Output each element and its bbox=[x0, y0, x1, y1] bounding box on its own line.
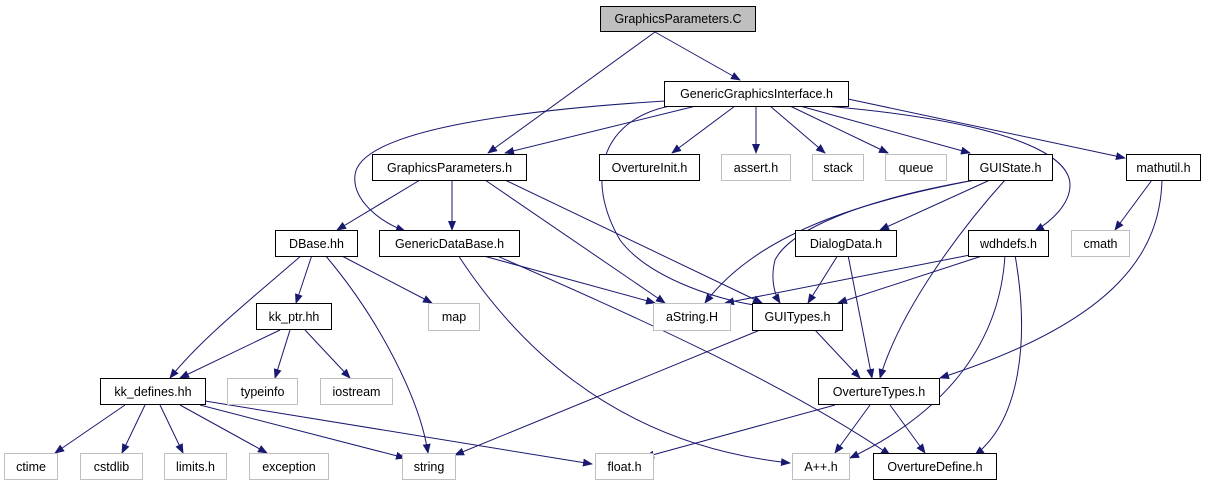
edge-kkptr-to-kkdefines bbox=[179, 329, 281, 379]
edge-ggi-to-guistate bbox=[799, 105, 971, 155]
edge-wdhdefs-to-guitypes bbox=[837, 254, 986, 305]
edge-overturetypes-to-aplusplus bbox=[834, 404, 871, 454]
edge-gp-to-guitypes bbox=[504, 179, 763, 304]
node-guitypes-h[interactable]: GUITypes.h bbox=[752, 303, 843, 331]
edge-dialogdata-to-overturetypes bbox=[847, 254, 875, 379]
edge-ggi-to-guitypes bbox=[601, 105, 763, 310]
node-exception[interactable]: exception bbox=[249, 453, 329, 480]
edge-kkdefines-to-ctime bbox=[54, 404, 126, 454]
edge-gp-to-astring bbox=[484, 179, 666, 304]
node-astring-h[interactable]: aString.H bbox=[653, 303, 731, 331]
node-ctime[interactable]: ctime bbox=[4, 453, 58, 480]
edge-guistate-to-guitypes bbox=[771, 179, 976, 304]
edge-mathutil-to-overturetypes bbox=[939, 179, 1163, 380]
node-kk-ptr-hh[interactable]: kk_ptr.hh bbox=[256, 303, 332, 330]
node-string[interactable]: string bbox=[402, 453, 456, 480]
edge-guistate-to-dialogdata bbox=[879, 179, 991, 231]
node-kk-defines-hh[interactable]: kk_defines.hh bbox=[100, 378, 206, 405]
node-limits-h[interactable]: limits.h bbox=[164, 453, 227, 480]
edge-dialogdata-to-guitypes bbox=[807, 254, 839, 304]
edge-overturetypes-to-overturedefine bbox=[889, 404, 926, 454]
edge-ggi-to-mathutil bbox=[847, 98, 1126, 161]
node-assert-h[interactable]: assert.h bbox=[721, 154, 791, 181]
edge-kkptr-to-iostream bbox=[304, 329, 351, 379]
node-stack[interactable]: stack bbox=[812, 154, 864, 181]
edge-kkptr-to-typeinfo bbox=[273, 329, 291, 379]
edge-kkdefines-to-limits bbox=[159, 404, 184, 454]
edge-ggi-to-stack bbox=[769, 105, 826, 154]
edge-dbase-to-kkdefines bbox=[169, 254, 303, 379]
edge-mathutil-to-cmath bbox=[1114, 179, 1153, 231]
edge-dbase-to-kkptr bbox=[295, 254, 313, 304]
node-overtureinit-h[interactable]: OvertureInit.h bbox=[599, 154, 700, 181]
node-wdhdefs-h[interactable]: wdhdefs.h bbox=[968, 230, 1049, 257]
node-aplusplus-h[interactable]: A++.h bbox=[792, 453, 850, 480]
node-typeinfo[interactable]: typeinfo bbox=[227, 378, 298, 405]
edge-ggi-to-graphicsparameters bbox=[504, 104, 701, 155]
edge-ggi-to-wdhdefs bbox=[824, 105, 1071, 232]
edge-kkdefines-to-float bbox=[204, 400, 593, 467]
node-dbase-hh[interactable]: DBase.hh bbox=[275, 230, 358, 257]
node-iostream[interactable]: iostream bbox=[320, 378, 393, 405]
edge-kkdefines-to-string bbox=[199, 404, 406, 460]
node-genericdatabase-h[interactable]: GenericDataBase.h bbox=[379, 230, 520, 257]
edge-dbase-to-map bbox=[339, 254, 433, 304]
edge-root-to-genericgraphicsinterface bbox=[654, 31, 741, 81]
edge-guitypes-to-string bbox=[454, 329, 761, 456]
edge-wdhdefs-to-overturedefine bbox=[974, 254, 1022, 456]
node-cmath[interactable]: cmath bbox=[1071, 230, 1130, 257]
edge-wdhdefs-to-aplusplus bbox=[849, 254, 1006, 459]
edge-kkdefines-to-cstdlib bbox=[121, 404, 146, 454]
edge-kkdefines-to-exception bbox=[179, 404, 268, 454]
edge-wdhdefs-to-astring bbox=[724, 254, 971, 306]
node-mathutil-h[interactable]: mathutil.h bbox=[1126, 154, 1201, 181]
node-guistate-h[interactable]: GUIState.h bbox=[968, 154, 1053, 181]
node-queue[interactable]: queue bbox=[885, 154, 947, 181]
node-dialogdata-h[interactable]: DialogData.h bbox=[795, 230, 897, 257]
edge-guistate-to-overturetypes bbox=[878, 179, 1006, 379]
node-map[interactable]: map bbox=[428, 303, 480, 331]
node-overturedefine-h[interactable]: OvertureDefine.h bbox=[873, 453, 997, 480]
edge-ggi-to-overtureinit bbox=[671, 105, 736, 154]
edge-guitypes-to-overturetypes bbox=[814, 329, 861, 379]
node-graphicsparameters-h[interactable]: GraphicsParameters.h bbox=[372, 154, 527, 181]
edge-gdb-to-aplusplus bbox=[457, 254, 791, 467]
edge-ggi-to-queue bbox=[789, 105, 889, 154]
edge-gdb-to-astring bbox=[479, 254, 656, 305]
edge-gdb-to-overturedefine bbox=[494, 254, 891, 456]
node-cstdlib[interactable]: cstdlib bbox=[80, 453, 143, 480]
edge-root-to-graphicsparameters bbox=[487, 31, 656, 154]
node-genericgraphicsinterface-h[interactable]: GenericGraphicsInterface.h bbox=[664, 81, 849, 107]
edge-overturetypes-to-float bbox=[644, 404, 836, 459]
node-graphicsparameters-c: GraphicsParameters.C bbox=[600, 6, 756, 32]
node-overturetypes-h[interactable]: OvertureTypes.h bbox=[818, 378, 940, 405]
edge-gp-to-dbase bbox=[336, 179, 421, 231]
node-float-h[interactable]: float.h bbox=[595, 453, 654, 480]
edge-ggi-to-genericdatabase bbox=[354, 100, 666, 232]
edge-dbase-to-string bbox=[324, 254, 431, 454]
